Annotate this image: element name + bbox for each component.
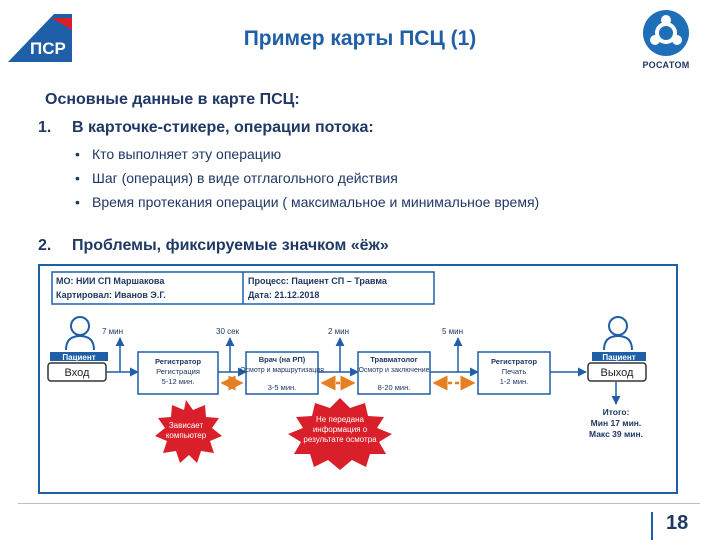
start-label: Вход xyxy=(65,367,90,379)
section-title: Основные данные в карте ПСЦ: xyxy=(45,91,300,108)
start-role-label: Пациент xyxy=(62,353,95,362)
bullet-item: • Время протекания операции ( максимальн… xyxy=(75,193,565,212)
wait-time-label: 7 мин xyxy=(102,327,123,336)
list-item-text: В карточке-стикере, операции потока: xyxy=(72,119,374,136)
problem-text: компьютер xyxy=(166,431,207,440)
step-title: Регистратор xyxy=(491,357,537,366)
bullet-item: • Кто выполняет эту операцию xyxy=(75,145,565,164)
totals-min: Мин 17 мин. xyxy=(591,418,642,428)
end-role-badge xyxy=(592,352,646,361)
end-label: Выход xyxy=(601,367,634,379)
wait-time-label: 30 сек xyxy=(216,327,240,336)
step-title: Травматолог xyxy=(370,355,418,364)
step-time: 8-20 мин. xyxy=(378,383,411,392)
problem-starburst-icon: Зависает компьютер xyxy=(155,400,222,463)
process-step: Врач (на РП) Осмотр и маршрутизация 3-5 … xyxy=(240,351,324,395)
end-patient-icon xyxy=(603,316,633,351)
totals-label: Итого: xyxy=(603,407,630,417)
list-item-1: 1. В карточке-стикере, операции потока: xyxy=(38,119,374,137)
psr-logo-text: ПСР xyxy=(30,39,66,58)
step-time: 1-2 мин. xyxy=(500,377,529,386)
end-box xyxy=(587,362,647,382)
step-title: Регистратор xyxy=(155,357,201,366)
step-action: Осмотр и заключение xyxy=(358,367,429,374)
step-action: Печать xyxy=(502,367,527,376)
map-info-mo: МО: НИИ СП Маршакова xyxy=(56,276,165,286)
bullet-text: Кто выполняет эту операцию xyxy=(92,146,282,162)
step-title: Врач (на РП) xyxy=(259,355,306,364)
bullet-text: Шаг (операция) в виде отглагольного дейс… xyxy=(92,170,398,186)
bullet-dot-icon: • xyxy=(75,194,80,210)
step-action: Осмотр и маршрутизация xyxy=(240,367,324,374)
wait-time-label: 5 мин xyxy=(442,327,463,336)
process-step: Регистратор Регистрация 5-12 мин. xyxy=(137,351,219,395)
value-stream-map: МО: НИИ СП Маршакова Картировал: Иванов … xyxy=(38,264,678,494)
page-number: 18 xyxy=(666,512,689,534)
process-step: Травматолог Осмотр и заключение 8-20 мин… xyxy=(357,351,431,395)
end-role-label: Пациент xyxy=(602,353,635,362)
start-role-badge xyxy=(50,352,108,361)
step-action: Регистрация xyxy=(156,367,200,376)
footer-divider xyxy=(18,503,700,504)
problem-text: Зависает xyxy=(169,421,204,430)
problem-starburst-icon: Не передана информация о результате осмо… xyxy=(288,398,392,470)
page-number-separator xyxy=(651,512,653,540)
list-item-number: 2. xyxy=(38,237,52,254)
psr-logo: ПСР xyxy=(8,14,72,62)
list-item-text: Проблемы, фиксируемые значком «ёж» xyxy=(72,237,389,254)
start-patient-icon xyxy=(65,316,95,351)
rosatom-logo-caption: РОСАТОМ xyxy=(642,60,690,70)
bullet-item: • Шаг (операция) в виде отглагольного де… xyxy=(75,169,565,188)
process-step: Регистратор Печать 1-2 мин. xyxy=(477,351,551,395)
page-title: Пример карты ПСЦ (1) xyxy=(243,27,477,50)
totals-max: Макс 39 мин. xyxy=(589,429,643,439)
problem-text: информация о xyxy=(313,425,368,434)
map-info-mapper: Картировал: Иванов Э.Г. xyxy=(56,290,166,300)
map-info-date: Дата: 21.12.2018 xyxy=(248,290,319,300)
bullet-dot-icon: • xyxy=(75,146,80,162)
map-info-process: Процесс: Пациент СП – Травма xyxy=(248,276,388,286)
bullet-text: Время протекания операции ( максимальное… xyxy=(92,194,540,210)
wait-time-label: 2 мин xyxy=(328,327,349,336)
rosatom-logo: РОСАТОМ xyxy=(636,8,696,74)
problem-text: результате осмотра xyxy=(303,435,377,444)
problem-text: Не передана xyxy=(316,415,364,424)
list-item-2: 2. Проблемы, фиксируемые значком «ёж» xyxy=(38,237,389,255)
list-item-number: 1. xyxy=(38,119,52,136)
map-info-box: МО: НИИ СП Маршакова Картировал: Иванов … xyxy=(51,271,435,305)
step-time: 5-12 мин. xyxy=(162,377,195,386)
step-time: 3-5 мин. xyxy=(268,383,297,392)
bullet-dot-icon: • xyxy=(75,170,80,186)
